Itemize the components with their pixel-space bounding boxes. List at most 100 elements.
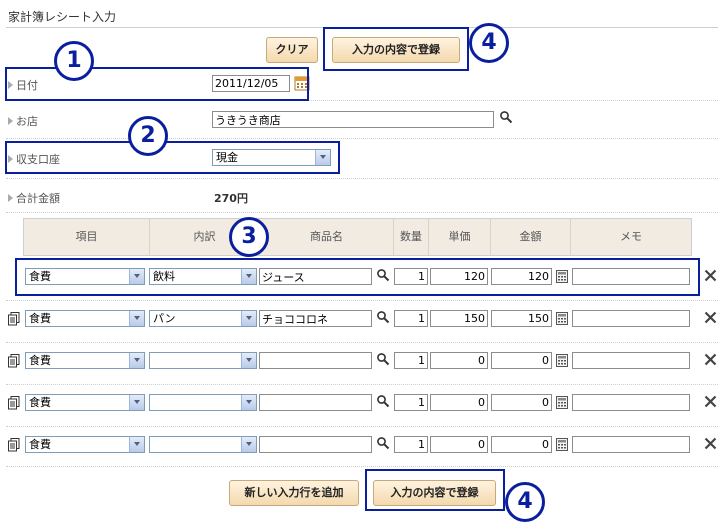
register-button-bottom[interactable]: 入力の内容で登録	[373, 480, 496, 506]
calculator-icon[interactable]	[556, 312, 568, 325]
shop-label: お店	[8, 113, 38, 129]
total-label: 合計金額	[8, 190, 60, 206]
triangle-icon	[8, 194, 13, 202]
subcategory-select[interactable]	[149, 394, 257, 411]
delete-icon[interactable]	[704, 353, 717, 366]
subcategory-select[interactable]	[149, 352, 257, 369]
search-icon[interactable]	[376, 268, 390, 282]
chevron-down-icon	[129, 395, 144, 410]
copy-icon[interactable]	[8, 354, 20, 368]
delete-icon[interactable]	[704, 311, 717, 324]
divider	[6, 466, 718, 467]
item-name-input[interactable]	[259, 394, 372, 411]
unit-price-input[interactable]	[430, 268, 488, 285]
copy-icon[interactable]	[8, 312, 20, 326]
amount-input[interactable]	[491, 352, 552, 369]
unit-price-input[interactable]	[430, 352, 488, 369]
chevron-down-icon	[129, 353, 144, 368]
header-price: 単価	[429, 219, 491, 255]
calculator-icon[interactable]	[556, 270, 568, 283]
add-row-button[interactable]: 新しい入力行を追加	[229, 480, 359, 506]
divider	[6, 384, 718, 385]
header-item: 商品名	[260, 219, 394, 255]
quantity-input[interactable]	[394, 436, 428, 453]
page-title: 家計簿レシート入力	[8, 10, 117, 24]
header-memo: メモ	[620, 230, 642, 243]
chevron-down-icon	[129, 437, 144, 452]
amount-input[interactable]	[491, 436, 552, 453]
calculator-icon[interactable]	[556, 396, 568, 409]
header-category: 項目	[24, 219, 150, 255]
triangle-icon	[8, 117, 13, 125]
chevron-down-icon	[241, 437, 256, 452]
quantity-input[interactable]	[394, 268, 428, 285]
item-name-input[interactable]	[259, 436, 372, 453]
delete-icon[interactable]	[704, 269, 717, 282]
unit-price-input[interactable]	[430, 310, 488, 327]
memo-input[interactable]	[572, 436, 690, 453]
memo-input[interactable]	[572, 394, 690, 411]
category-select[interactable]: 食費	[25, 352, 145, 369]
category-select[interactable]: 食費	[25, 436, 145, 453]
chevron-down-icon	[129, 311, 144, 326]
register-button-top[interactable]: 入力の内容で登録	[332, 37, 460, 63]
account-select[interactable]: 現金	[212, 149, 331, 166]
amount-input[interactable]	[491, 268, 552, 285]
item-name-input[interactable]	[259, 310, 372, 327]
header-amount: 金額	[491, 219, 571, 255]
date-input[interactable]	[212, 75, 290, 92]
memo-input[interactable]	[572, 352, 690, 369]
quantity-input[interactable]	[394, 352, 428, 369]
divider	[6, 300, 718, 301]
amount-input[interactable]	[491, 394, 552, 411]
category-select[interactable]: 食費	[25, 394, 145, 411]
delete-icon[interactable]	[704, 437, 717, 450]
amount-input[interactable]	[491, 310, 552, 327]
chevron-down-icon	[241, 395, 256, 410]
quantity-input[interactable]	[394, 394, 428, 411]
divider	[6, 100, 718, 101]
copy-icon[interactable]	[8, 396, 20, 410]
subcategory-select[interactable]	[149, 436, 257, 453]
quantity-input[interactable]	[394, 310, 428, 327]
callout-number: 4	[469, 23, 509, 63]
unit-price-input[interactable]	[430, 394, 488, 411]
memo-input[interactable]	[572, 310, 690, 327]
callout-number: 3	[229, 217, 269, 257]
unit-price-input[interactable]	[430, 436, 488, 453]
callout-box-row	[15, 258, 700, 296]
shop-input[interactable]	[212, 111, 494, 128]
divider	[6, 426, 718, 427]
category-select[interactable]: 食費	[25, 268, 145, 285]
memo-input[interactable]	[572, 268, 690, 285]
calendar-icon[interactable]	[294, 75, 310, 91]
item-name-input[interactable]	[259, 268, 372, 285]
calculator-icon[interactable]	[556, 438, 568, 451]
subcategory-select[interactable]: 飲料	[149, 268, 257, 285]
header-qty: 数量	[394, 219, 429, 255]
calculator-icon[interactable]	[556, 354, 568, 367]
search-icon[interactable]	[376, 436, 390, 450]
chevron-down-icon	[129, 269, 144, 284]
account-label: 収支口座	[8, 151, 60, 167]
total-value: 270円	[214, 192, 248, 205]
divider	[6, 342, 718, 343]
category-select[interactable]: 食費	[25, 310, 145, 327]
divider	[6, 138, 718, 139]
chevron-down-icon	[241, 269, 256, 284]
search-icon[interactable]	[376, 352, 390, 366]
subcategory-select[interactable]: パン	[149, 310, 257, 327]
clear-button[interactable]: クリア	[266, 37, 318, 63]
delete-icon[interactable]	[704, 395, 717, 408]
item-name-input[interactable]	[259, 352, 372, 369]
triangle-icon	[8, 81, 13, 89]
copy-icon[interactable]	[8, 438, 20, 452]
callout-number: 2	[128, 116, 168, 156]
search-icon[interactable]	[499, 110, 513, 124]
callout-box-register-top	[323, 27, 469, 71]
search-icon[interactable]	[376, 310, 390, 324]
table-header: 項目 内訳 商品名 数量 単価 金額 メモ	[23, 218, 692, 256]
callout-box-date	[5, 67, 309, 101]
callout-box-register-bottom	[365, 469, 505, 511]
search-icon[interactable]	[376, 394, 390, 408]
